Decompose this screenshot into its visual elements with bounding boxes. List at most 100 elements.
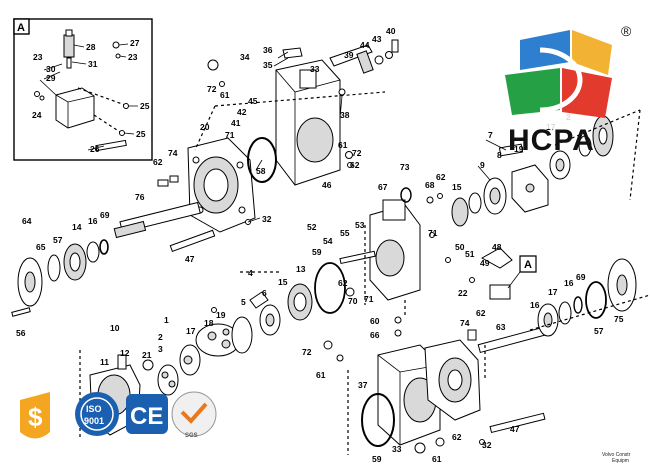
label-16b: 16: [530, 300, 540, 310]
label-2b: 2: [158, 332, 163, 342]
label-16c: 16: [564, 278, 574, 288]
label-40: 40: [386, 26, 396, 36]
footer-line-2: Equipm: [612, 458, 629, 464]
upper-right-rotor-group: [451, 109, 641, 227]
label-31: 31: [88, 59, 98, 69]
brand-logo: HCPA ®: [502, 23, 632, 157]
label-55: 55: [340, 228, 350, 238]
label-62e: 62: [452, 432, 462, 442]
label-32: 32: [262, 214, 272, 224]
label-18: 18: [204, 318, 214, 328]
label-59b: 59: [372, 454, 382, 464]
svg-text:$: $: [28, 402, 43, 432]
iso-badge-top: ISO: [86, 404, 102, 414]
label-30: 30: [46, 64, 56, 74]
label-68: 68: [425, 180, 435, 190]
inset-detail-a: A: [13, 18, 153, 161]
label-19b: 19: [216, 310, 226, 320]
label-43: 43: [372, 34, 382, 44]
label-24: 24: [32, 110, 42, 120]
label-11: 11: [100, 357, 109, 367]
label-17b: 17: [186, 326, 196, 336]
label-53: 53: [355, 220, 365, 230]
callout-label-a: A: [524, 259, 532, 271]
label-38: 38: [340, 110, 350, 120]
label-67: 67: [378, 182, 388, 192]
label-36: 36: [263, 45, 273, 55]
label-4: 4: [248, 268, 253, 278]
label-39: 39: [344, 50, 354, 60]
label-35: 35: [263, 60, 273, 70]
label-71: 71: [225, 130, 235, 140]
label-57: 57: [53, 235, 63, 245]
label-48: 48: [492, 242, 502, 252]
label-64: 64: [22, 216, 32, 226]
shield-exclamation-icon: $: [20, 392, 50, 439]
label-12: 12: [120, 348, 130, 358]
label-66: 66: [370, 330, 380, 340]
mid-rotor-group: [195, 271, 313, 357]
label-32b: 32: [482, 440, 492, 450]
label-75: 75: [614, 314, 624, 324]
sgs-badge-icon: SGS: [171, 391, 217, 439]
label-52: 52: [307, 222, 317, 232]
label-72: 72: [207, 84, 217, 94]
ce-badge-text: CE: [130, 403, 163, 430]
label-73: 73: [400, 162, 410, 172]
label-10: 10: [110, 323, 120, 333]
label-22: 22: [458, 288, 468, 298]
iso-9001-badge-icon: ISO 9001: [75, 392, 119, 436]
label-61: 61: [220, 90, 230, 100]
label-71b: 71: [428, 228, 438, 238]
label-17c: 17: [548, 287, 558, 297]
label-5: 5: [241, 297, 246, 307]
label-13: 13: [296, 264, 306, 274]
label-62c: 62: [436, 172, 446, 182]
label-74: 74: [168, 148, 178, 158]
label-62: 62: [350, 160, 360, 170]
label-41: 41: [231, 118, 241, 128]
label-71c: 71: [364, 294, 374, 304]
label-74b: 74: [460, 318, 470, 328]
iso-badge-bottom: 9001: [84, 416, 104, 426]
footer-line-1: Volvo Constr: [602, 452, 631, 458]
label-50: 50: [455, 242, 465, 252]
label-70: 70: [348, 296, 358, 306]
label-37: 37: [358, 380, 368, 390]
label-21b: 21: [142, 350, 152, 360]
label-33b: 33: [392, 444, 402, 454]
label-6: 6: [262, 288, 267, 298]
label-56: 56: [16, 328, 26, 338]
ce-mark-icon: CE: [126, 394, 168, 434]
label-69b: 69: [576, 272, 586, 282]
label-42: 42: [237, 107, 247, 117]
label-23b: 23: [33, 52, 43, 62]
label-59: 59: [312, 247, 322, 257]
label-9: 9: [480, 160, 485, 170]
regulator-housing-upper: [207, 39, 399, 186]
rear-housing-lower: [323, 324, 554, 455]
registered-mark: ®: [621, 23, 632, 39]
label-72b: 72: [352, 148, 362, 158]
leader-lines: [43, 43, 507, 223]
label-51: 51: [465, 249, 475, 259]
inset-box-label: A: [17, 22, 25, 34]
brand-logo-text: HCPA: [508, 124, 595, 157]
label-62d: 62: [338, 278, 348, 288]
sgs-badge-text: SGS: [185, 433, 198, 439]
label-15b: 15: [278, 277, 288, 287]
label-61d: 61: [432, 454, 442, 464]
label-62b: 62: [153, 157, 163, 167]
label-46: 46: [322, 180, 332, 190]
label-29: 29: [46, 73, 56, 83]
label-14: 14: [72, 222, 82, 232]
label-47b: 47: [510, 424, 520, 434]
label-25b: 25: [136, 129, 146, 139]
label-60: 60: [370, 316, 380, 326]
label-16: 16: [88, 216, 98, 226]
label-72c: 72: [302, 347, 312, 357]
label-49: 49: [480, 258, 490, 268]
label-69: 69: [100, 210, 110, 220]
label-27: 27: [130, 38, 140, 48]
